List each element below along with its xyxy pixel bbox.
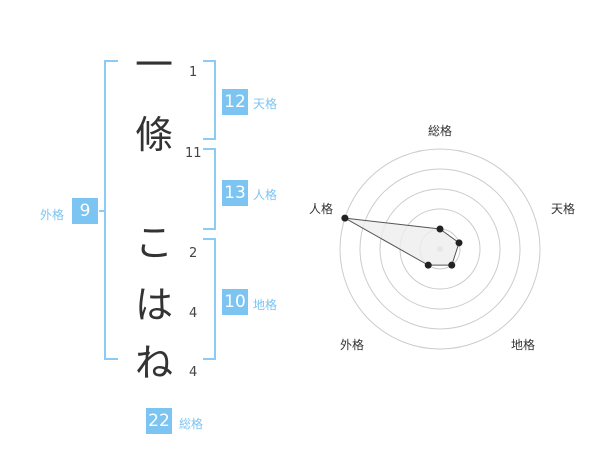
stroke-count-3: 2 — [189, 246, 198, 261]
radar-point-1 — [455, 239, 463, 247]
name-char-4: は — [134, 283, 173, 327]
radar-point-4 — [341, 214, 349, 222]
name-char-5: ね — [134, 341, 173, 385]
radar-point-2 — [448, 261, 456, 269]
radar-ring — [359, 168, 521, 330]
tenkaku-bracket — [203, 60, 216, 140]
radar-axis-label-tenkaku: 天格 — [551, 202, 576, 216]
stroke-count-1: 1 — [189, 65, 198, 80]
radar-point-3 — [424, 261, 432, 269]
radar-ring — [339, 148, 541, 350]
soukaku-label: 総格 — [179, 417, 204, 431]
name-char-3: こ — [134, 221, 173, 265]
gaikaku-label: 外格 — [40, 208, 65, 222]
chikaku-bracket — [203, 238, 216, 360]
stroke-count-4: 4 — [189, 306, 198, 321]
tenkaku-value-box: 12 — [222, 89, 248, 115]
name-char-1: 一 — [134, 43, 173, 87]
radar-point-0 — [436, 225, 444, 233]
chikaku-label: 地格 — [253, 298, 278, 312]
gaikaku-value-box: 9 — [72, 198, 98, 224]
gaikaku-connector — [99, 210, 105, 212]
jinkaku-label: 人格 — [253, 188, 278, 202]
radar-axis-label-soukaku: 総格 — [428, 124, 453, 138]
chikaku-value-box: 10 — [222, 289, 248, 315]
tenkaku-label: 天格 — [253, 97, 278, 111]
radar-series-polygon — [344, 217, 460, 266]
radar-axis-label-gaikaku: 外格 — [340, 338, 365, 352]
radar-axis-label-chikaku: 地格 — [511, 338, 536, 352]
stroke-count-2: 11 — [185, 146, 202, 161]
radar-axis-label-jinkaku: 人格 — [309, 202, 334, 216]
name-char-2: 條 — [134, 113, 173, 157]
gaikaku-bracket — [104, 60, 118, 360]
jinkaku-value-box: 13 — [222, 180, 248, 206]
stroke-count-5: 4 — [189, 365, 198, 380]
soukaku-value-box: 22 — [146, 408, 172, 434]
radar-ring — [379, 188, 501, 310]
jinkaku-bracket — [203, 148, 216, 230]
